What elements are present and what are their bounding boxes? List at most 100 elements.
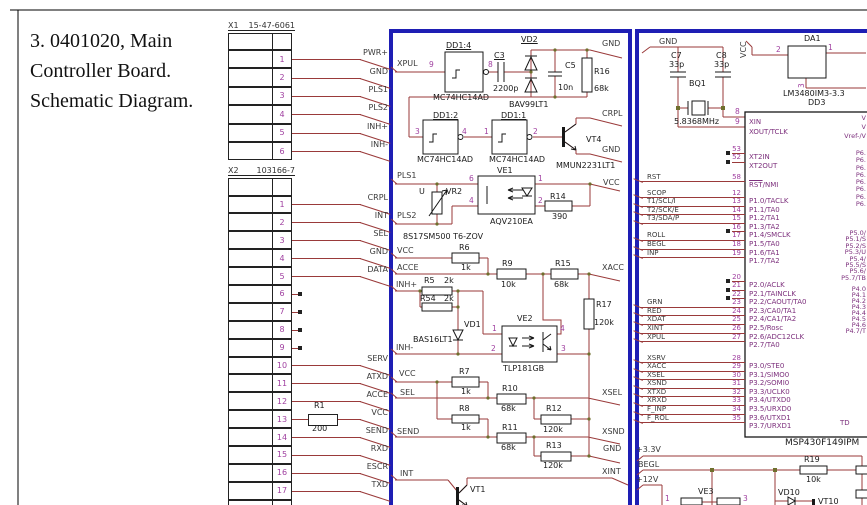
port-name: P4.3 bbox=[851, 303, 866, 311]
mcu-pin-row: T1/SCL/I 13 bbox=[640, 198, 745, 209]
port-name: P5.7/TB bbox=[841, 273, 866, 282]
mcu-p6-names: P6.P6.P6.P6.P6.P6.P6.P6. bbox=[855, 149, 867, 208]
vd2-type: BAV99LT1 bbox=[509, 100, 549, 109]
net-label: GRN bbox=[647, 298, 663, 307]
mcu-pin-row: XTXD 32 bbox=[640, 388, 745, 399]
x2-designator: X2 bbox=[228, 166, 239, 175]
pin-number: 24 bbox=[732, 306, 741, 315]
port-name: P3.4/UTXD0 bbox=[749, 396, 791, 405]
port-name: RST/NMI bbox=[749, 181, 779, 189]
port-name: P2.3/CA0/TA1 bbox=[749, 306, 797, 315]
dd1-4-pin-out: 8 bbox=[488, 60, 493, 69]
ve3-ref: VE3 bbox=[698, 487, 714, 496]
mcu-pin-row: T3/SDA/P 15 bbox=[640, 215, 745, 226]
net-12v: +12V bbox=[636, 475, 659, 484]
r10-ref: R10 bbox=[502, 384, 518, 393]
pin-number: 8 bbox=[272, 320, 292, 339]
pin-cell bbox=[228, 284, 273, 303]
wire bbox=[292, 490, 361, 492]
pin-number: 6 bbox=[272, 141, 292, 161]
mcu-pin-row: XPUL 27 bbox=[640, 332, 745, 344]
port-name: P4.0 bbox=[851, 285, 866, 293]
pin-number: 16 bbox=[272, 463, 292, 482]
pin-cell bbox=[228, 231, 273, 250]
net-label: T2/SCK/E bbox=[647, 205, 679, 214]
r17-ref: R17 bbox=[596, 300, 612, 309]
c7-value: 33p bbox=[669, 60, 685, 69]
r1-ref: R1 bbox=[314, 401, 325, 410]
net-label: INH+ bbox=[366, 121, 388, 131]
wire bbox=[292, 59, 361, 61]
ve1-pin-2: 2 bbox=[538, 196, 543, 205]
mcu-p1-pins: SCOP 12 T1/SCL/I 13 T2/SCK/E 14 T3/SDA/P… bbox=[640, 189, 745, 260]
net-label: GND bbox=[369, 247, 388, 257]
pin-number: 19 bbox=[732, 248, 741, 257]
r12-ref: R12 bbox=[546, 404, 562, 413]
pin-number: 5 bbox=[272, 267, 292, 285]
net-label: SEND bbox=[365, 426, 388, 436]
c5-ref: C5 bbox=[565, 61, 576, 70]
c8-value: 33p bbox=[714, 60, 730, 69]
net-label: XRXD bbox=[647, 396, 667, 405]
net-label: DATA bbox=[367, 265, 388, 275]
pin-number: 4 bbox=[272, 249, 292, 268]
port-name: P3.7/URXD1 bbox=[749, 422, 792, 431]
x1-designator: X1 bbox=[228, 21, 239, 30]
title-line-1: 3. 0401020, Main bbox=[30, 30, 173, 52]
net-label: F_INP bbox=[647, 405, 667, 414]
mcu-pin-row: F_ROL 35 bbox=[640, 414, 745, 425]
vr2-u: U bbox=[419, 187, 425, 196]
wire bbox=[292, 95, 361, 97]
ve2-type: TLP181GB bbox=[503, 364, 545, 373]
mcu-pin-row: XACC 29 bbox=[640, 363, 745, 374]
mcu-pin-row: XINT 26 bbox=[640, 325, 745, 336]
port-name: P2.6/ADC12CLK bbox=[749, 332, 805, 341]
dd1-1-pin-in: 1 bbox=[484, 127, 489, 136]
pin-number: 21 bbox=[732, 281, 741, 290]
port-name: XT2OUT bbox=[749, 161, 778, 170]
dd3-ref: DD3 bbox=[808, 98, 826, 107]
pin-cell bbox=[228, 302, 273, 321]
pin-cell bbox=[228, 213, 273, 232]
c5-value: 10n bbox=[558, 83, 574, 92]
pin-cell bbox=[228, 374, 273, 393]
vd1-ref: VD1 bbox=[464, 320, 481, 329]
port-name: P3.0/STE0 bbox=[749, 362, 785, 370]
net-vcc-r6: VCC bbox=[397, 246, 414, 255]
pin-number: 16 bbox=[732, 222, 741, 231]
pin-cell bbox=[228, 68, 273, 87]
wire bbox=[292, 276, 361, 277]
port-name: P1.3/TA2 bbox=[749, 222, 780, 231]
r5-value: 2k bbox=[444, 276, 454, 285]
pin-cell bbox=[228, 50, 273, 69]
x1-part-number: 15-47-6061 bbox=[248, 21, 296, 30]
port-name: P5.5/S bbox=[845, 260, 866, 269]
mcu-pin-row: F_INP 34 bbox=[640, 405, 745, 417]
pin-number: 17 bbox=[272, 481, 292, 500]
ve1-pin-6: 6 bbox=[469, 174, 474, 183]
port-name: P1.5/TA0 bbox=[749, 239, 780, 248]
mcu-pin-row: RED 24 bbox=[640, 306, 745, 318]
net-label: PWR+ bbox=[363, 48, 388, 58]
net-xint: XINT bbox=[602, 467, 621, 476]
port-name: P6. bbox=[855, 192, 866, 201]
wire bbox=[292, 222, 361, 224]
pin-number: 20 bbox=[732, 272, 741, 281]
mcu-pin-row: RST 58 bbox=[640, 173, 745, 184]
wire bbox=[292, 454, 361, 456]
pin-number: 27 bbox=[732, 332, 741, 341]
mcu-pin-row: T2/SCK/E 14 bbox=[640, 205, 745, 217]
port-name: P1.0/TACLK bbox=[749, 197, 789, 205]
dd1-1-ref: DD1:1 bbox=[501, 111, 527, 120]
ve2-pin-2: 2 bbox=[491, 344, 496, 353]
port-name: P1.2/TA1 bbox=[749, 214, 780, 223]
port-name: P3.3/UCLK0 bbox=[749, 387, 790, 396]
port-name: P1.6/TA1 bbox=[749, 248, 780, 257]
pin-number: 2 bbox=[272, 213, 292, 232]
connector-x2-header: X2 103166-7 bbox=[228, 166, 295, 176]
wire bbox=[292, 293, 298, 295]
mcu-pin-row: 52 bbox=[644, 154, 745, 165]
